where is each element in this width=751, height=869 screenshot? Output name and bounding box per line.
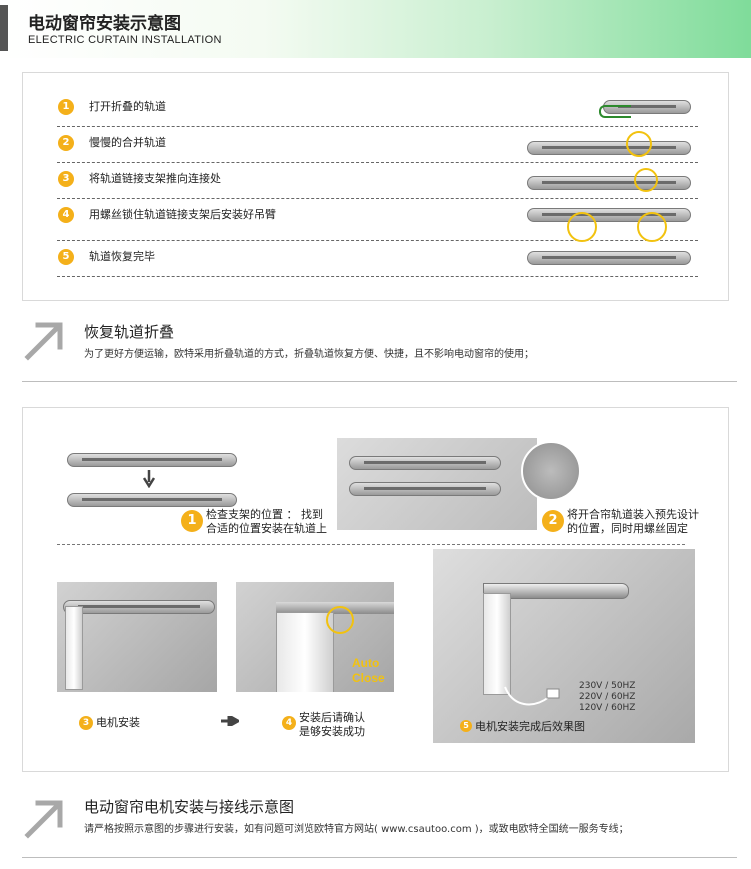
highlight-circle: [567, 212, 597, 242]
rail-image-bottom: [67, 493, 237, 507]
auto-close-line: Close: [352, 671, 385, 685]
section-description: 请严格按照示意图的步骤进行安装，如有问题可浏览欧特官方网站( www.csaut…: [84, 824, 629, 835]
step-row-2: 2 慢慢的合并轨道: [23, 127, 728, 163]
auto-close-label: Auto Close: [352, 656, 385, 686]
step-badge: 5: [460, 720, 472, 732]
diagonal-arrow-icon: [24, 322, 63, 361]
step-row-3: 3 将轨道链接支架推向连接处: [23, 163, 728, 199]
dashed-divider: [57, 276, 698, 277]
rail-image: [63, 600, 215, 614]
final-result-photo: 230V / 50HZ 220V / 60HZ 120V / 60HZ 5 电机…: [433, 549, 695, 743]
dashed-divider: [57, 544, 685, 545]
step-row-5: 5 轨道恢复完毕: [23, 241, 728, 277]
cable-image: [599, 105, 631, 118]
motor-image: [65, 606, 83, 690]
down-arrow-icon: [143, 470, 155, 488]
page-title: 电动窗帘安装示意图: [28, 14, 181, 34]
rail-steps-panel: 1 打开折叠的轨道 2 慢慢的合并轨道 3 将轨道链接支架推向连接处 4 用螺丝…: [22, 72, 729, 301]
step-number: 3: [58, 171, 74, 187]
step-badge: 4: [282, 716, 296, 730]
step-label: 慢慢的合并轨道: [89, 136, 166, 149]
section-title: 恢复轨道折叠: [84, 323, 175, 341]
section-divider: [22, 381, 737, 382]
power-cable-icon: [504, 686, 560, 706]
connecting-rail-image: [527, 176, 691, 190]
page-header: [0, 0, 751, 58]
motor-install-photo: [57, 582, 217, 692]
caption-line: 将开合帘轨道装入预先设计: [567, 508, 699, 521]
section-title: 电动窗帘电机安装与接线示意图: [84, 798, 295, 816]
highlight-circle: [626, 131, 652, 157]
dashed-divider: [57, 162, 698, 163]
detail-zoom-circle: [521, 441, 581, 501]
motor-image: [483, 593, 511, 695]
rail-image: [349, 482, 501, 496]
header-accent-bar: [0, 5, 8, 51]
step-badge: 1: [181, 510, 203, 532]
caption-line: 是够安装成功: [299, 725, 365, 738]
section-divider: [22, 857, 737, 858]
highlight-circle: [637, 212, 667, 242]
motor-image: [276, 612, 334, 692]
dashed-divider: [57, 240, 698, 241]
caption-line: 的位置，同时用螺丝固定: [567, 522, 688, 535]
caption-line: 电机安装完成后效果图: [475, 720, 585, 733]
step-row-4: 4 用螺丝锁住轨道链接支架后安装好吊臂: [23, 199, 728, 242]
step-label: 将轨道链接支架推向连接处: [89, 172, 221, 185]
caption-line: 检查支架的位置 ： 找到: [206, 508, 323, 521]
voltage-spec: 230V / 50HZ: [579, 681, 636, 691]
locked-rail-image: [527, 208, 691, 222]
ceiling-mount-photo: [337, 438, 537, 530]
rail-image: [349, 456, 501, 470]
rail-image: [483, 583, 629, 599]
dashed-divider: [57, 126, 698, 127]
right-arrow-icon: [221, 716, 239, 726]
step-number: 2: [58, 135, 74, 151]
step-number: 4: [58, 207, 74, 223]
step-badge: 3: [79, 716, 93, 730]
dashed-divider: [57, 198, 698, 199]
highlight-circle: [326, 606, 354, 634]
caption-line: 电机安装: [96, 716, 140, 729]
step-label: 用螺丝锁住轨道链接支架后安装好吊臂: [89, 208, 276, 221]
motor-closeup-photo: Auto Close: [236, 582, 394, 692]
voltage-list: 230V / 50HZ 220V / 60HZ 120V / 60HZ: [579, 681, 635, 714]
page-subtitle: ELECTRIC CURTAIN INSTALLATION: [28, 34, 222, 46]
voltage-spec: 120V / 60HZ: [579, 703, 636, 713]
step-number: 5: [58, 249, 74, 265]
section-description: 为了更好方便运输，欧特采用折叠轨道的方式，折叠轨道恢复方便、快捷，且不影响电动窗…: [84, 349, 534, 360]
auto-close-line: Auto: [352, 656, 380, 670]
step-label: 轨道恢复完毕: [89, 250, 155, 263]
caption-line: 安装后请确认: [299, 711, 365, 724]
voltage-spec: 220V / 60HZ: [579, 692, 636, 702]
step-label: 打开折叠的轨道: [89, 100, 166, 113]
step-row-1: 1 打开折叠的轨道: [23, 91, 728, 127]
diagonal-arrow-icon: [24, 800, 63, 839]
merging-rail-image: [527, 141, 691, 155]
caption-line: 合适的位置安装在轨道上: [206, 522, 327, 535]
step-badge: 2: [542, 510, 564, 532]
restored-rail-image: [527, 251, 691, 265]
rail-image-top: [67, 453, 237, 467]
step-number: 1: [58, 99, 74, 115]
highlight-circle: [634, 168, 658, 192]
